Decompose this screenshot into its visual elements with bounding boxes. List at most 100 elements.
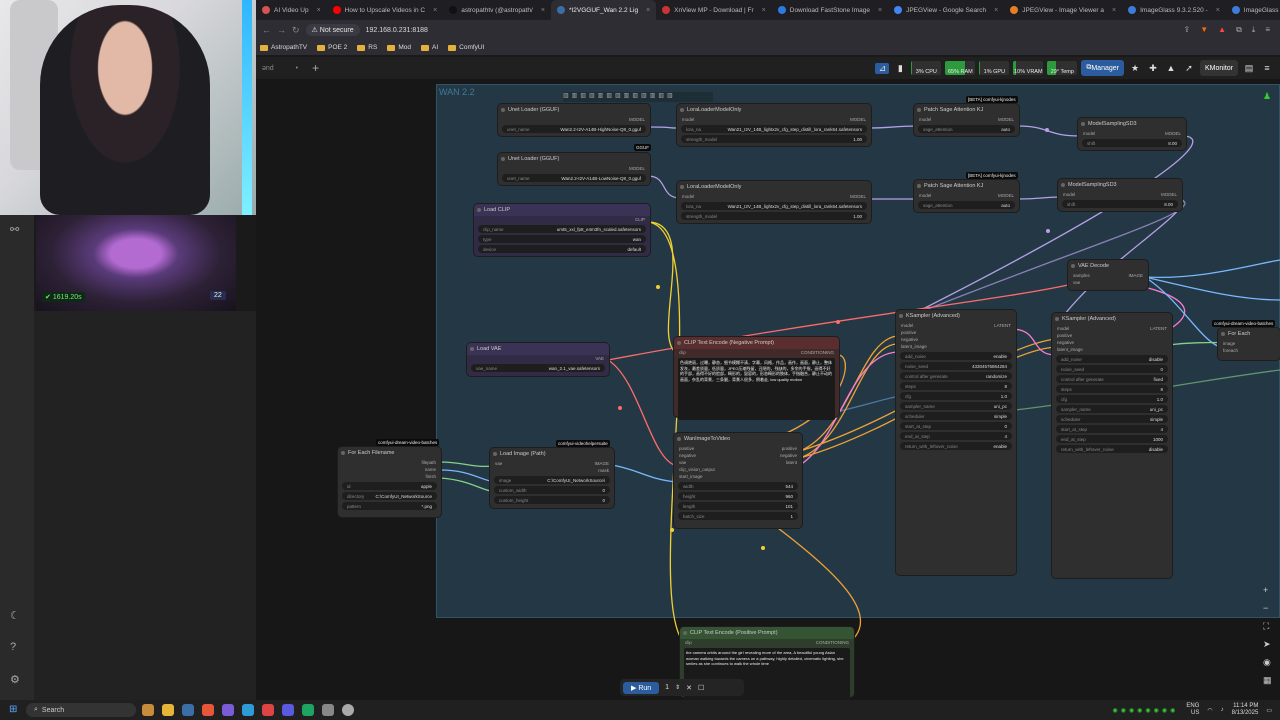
tab-close-icon[interactable]: × [877,6,883,14]
brave-icon[interactable] [202,704,214,716]
bookmark-item[interactable]: AstropathTV [260,44,307,51]
monitor-button[interactable]: K Monitor [1199,60,1238,76]
browser-tab[interactable]: JPEGView - Image Viewer a× [1004,0,1122,20]
bookmark-item[interactable]: ComfyUI [448,44,484,51]
browser-tab[interactable]: *I2VGGUF_Wan 2.2 Lig× [550,0,657,20]
bookmark-item[interactable]: POE 2 [317,44,347,51]
bookmark-item[interactable]: RS [357,44,377,51]
share-icon[interactable]: ⇪ [1183,25,1191,34]
node-widget[interactable]: pattern*.png [342,502,437,510]
node-foreach-filename[interactable]: comfyui-dream-video-batches For Each Fil… [338,439,441,517]
url-text[interactable]: 192.168.0.231:8188 [365,26,428,34]
node-sage-1[interactable]: [BETA] comfyui-kjnodes Patch Sage Attent… [914,96,1019,136]
menu-icon[interactable]: ≡ [1265,25,1270,34]
bookmark-icon[interactable]: ▮ [897,62,903,73]
minimap-icon[interactable]: ▦ [1263,675,1272,685]
node-foreach-right[interactable]: comfyui-dream-video-batches For Each ima… [1212,320,1280,360]
hamburger-icon[interactable]: ≡ [1264,63,1270,73]
tab-close-icon[interactable]: × [1215,6,1220,14]
browser-tab[interactable]: AI Video Up× [256,0,327,20]
forward-icon[interactable]: → [277,25,286,35]
star-icon[interactable]: ★ [1130,62,1140,73]
extensions-icon[interactable]: ⧉ [1236,25,1242,34]
app-icon-5[interactable] [302,704,314,716]
add-workflow-button[interactable]: + [312,61,320,75]
panel-icon[interactable]: ▤ [1244,62,1254,73]
theme-toggle-icon[interactable]: ☾ [10,610,20,622]
browser-tab[interactable]: JPEGView - Google Search× [888,0,1004,20]
tab-close-icon[interactable]: × [540,6,545,14]
downloads-icon[interactable]: ⤓ [1251,25,1256,34]
tray-icons[interactable]: ◉◉◉◉◉◉◉◉ [1112,707,1179,714]
browser-tab[interactable]: astropathtv (@astropath/× [443,0,551,20]
manager-button[interactable]: ⧉ Manager [1081,60,1124,76]
browser-tab[interactable]: XnView MP - Download | Fr× [656,0,772,20]
node-load-image-path[interactable]: comfyui-videohelpersuite Load Image (Pat… [490,440,614,508]
taskbar-search[interactable]: ⌕ Search [26,703,136,717]
queue-icon[interactable]: ⊿ [875,62,890,74]
browser-tab[interactable]: How to Upscale Videos in C× [327,0,444,20]
app-icon-2[interactable] [242,704,254,716]
stepper-icon[interactable]: ⇕ [675,685,681,691]
rewards-icon[interactable]: ▲ [1218,25,1227,34]
pointer-icon[interactable]: ➤ [1263,639,1271,649]
windows-start-icon[interactable]: ⊞ [9,704,18,715]
node-sage-2[interactable]: [BETA] comfyui-kjnodes Patch Sage Attent… [914,172,1019,212]
share-arrow-icon[interactable]: ➚ [1185,62,1193,73]
tab-close-icon[interactable]: × [1112,6,1117,14]
widget-app-icon[interactable] [142,704,154,716]
file-explorer-icon[interactable] [162,704,174,716]
tab-close-icon[interactable]: × [316,6,321,14]
app-icon-1[interactable] [222,704,234,716]
tab-close-icon[interactable]: × [433,6,438,14]
visibility-icon[interactable]: ◉ [1263,657,1271,667]
settings-app-icon[interactable] [342,704,354,716]
browser-tab[interactable]: ImageGlass 9.3.2.520 -× [1122,0,1226,20]
tab-close-icon[interactable]: × [646,6,651,14]
help-icon[interactable]: ? [10,641,17,653]
tab-close-icon[interactable]: × [994,6,999,14]
notification-icon[interactable]: ▭ [1266,707,1272,714]
